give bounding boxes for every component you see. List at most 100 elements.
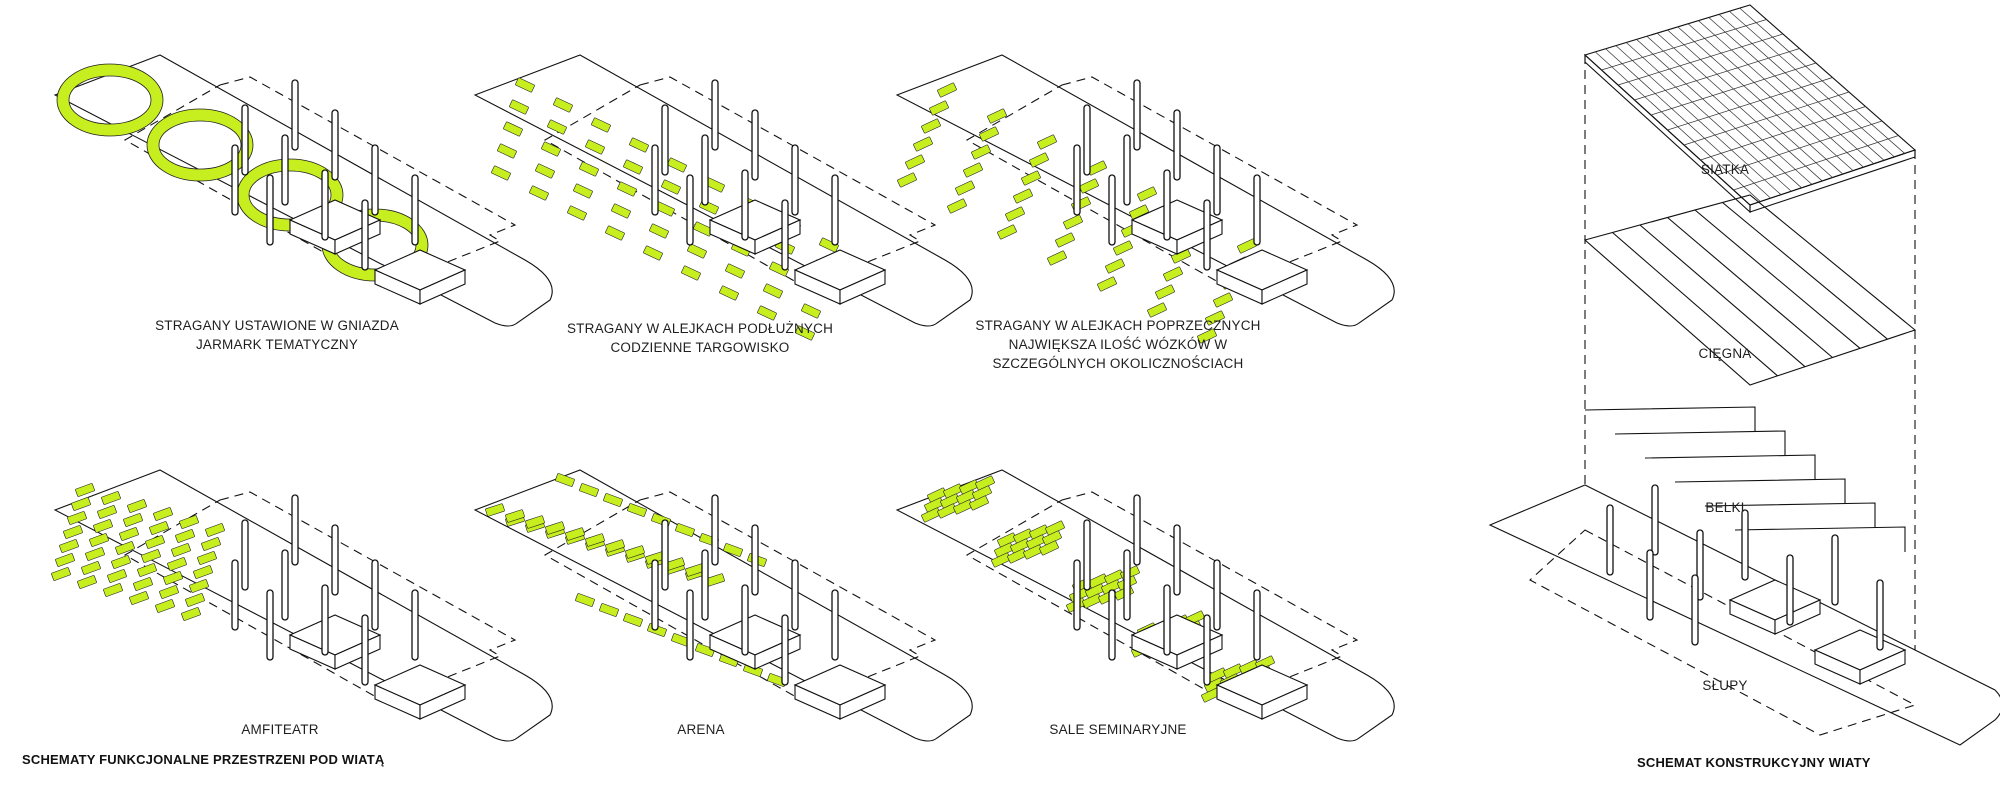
- market-stall: [769, 261, 789, 277]
- market-stall: [1055, 232, 1075, 248]
- column-post: [281, 549, 289, 621]
- ring-edge: [56, 63, 164, 137]
- market-stall: [181, 607, 201, 621]
- layer-label-tendons: CIĘGNA: [1698, 346, 1752, 361]
- market-stall: [111, 555, 131, 569]
- beam: [1614, 430, 1786, 456]
- column-post: [1123, 549, 1131, 621]
- kiosk-side: [1859, 649, 1906, 685]
- grid-line: [1650, 62, 1817, 116]
- ring-edge: [158, 120, 242, 170]
- kiosk-side: [419, 269, 466, 305]
- market-stall: [801, 303, 821, 319]
- market-stall: [129, 591, 149, 605]
- columns-outline: [1529, 529, 1917, 736]
- tendon-bar: [1694, 209, 1861, 349]
- market-stall: [591, 117, 611, 133]
- market-stall: [75, 483, 95, 497]
- caption-line: SALE SEMINARYJNE: [1049, 722, 1187, 737]
- market-stall: [627, 503, 647, 517]
- market-stall: [89, 533, 109, 547]
- grid-line: [1716, 120, 1883, 176]
- caption-nests: STRAGANY USTAWIONE W GNIAZDA JARMARK TEM…: [155, 316, 399, 354]
- kiosk-side: [839, 684, 886, 720]
- market-stall: [1213, 292, 1233, 308]
- functional-schemes-title: SCHEMATY FUNKCJONALNE PRZESTRZENI POD WI…: [22, 752, 385, 767]
- market-stall: [575, 593, 595, 607]
- column-post: [701, 549, 709, 621]
- column-post: [266, 174, 274, 246]
- market-stall: [103, 583, 123, 597]
- column-post: [321, 169, 329, 241]
- market-stall: [77, 575, 97, 589]
- column-post: [361, 614, 369, 686]
- column-post: [831, 589, 839, 661]
- column-post: [751, 524, 759, 596]
- market-stall: [643, 245, 663, 261]
- market-stall: [179, 515, 199, 529]
- grid-roof-top: [1583, 4, 1917, 206]
- caption-line: STRAGANY W ALEJKACH POPRZECZNYCH: [975, 318, 1261, 333]
- market-stall: [127, 499, 147, 513]
- market-stall: [97, 505, 117, 519]
- market-stall: [997, 224, 1017, 240]
- market-stall: [725, 263, 745, 279]
- market-stall: [1197, 328, 1217, 344]
- market-stall: [971, 144, 991, 160]
- column-post: [411, 589, 419, 661]
- market-stall: [163, 571, 183, 585]
- column-post: [1123, 134, 1131, 206]
- market-stall: [1047, 250, 1067, 266]
- column-post: [711, 79, 719, 151]
- column-post: [231, 144, 239, 216]
- column-post: [241, 519, 249, 591]
- market-stall: [55, 553, 75, 567]
- market-stall: [921, 118, 941, 134]
- market-stall: [119, 527, 139, 541]
- market-stall: [71, 497, 91, 511]
- ring-edge: [68, 75, 152, 125]
- column-post: [361, 199, 369, 271]
- column-post: [241, 104, 249, 176]
- column-post: [1108, 589, 1116, 661]
- scheme-nests: [53, 54, 553, 327]
- stall-ring: [57, 64, 163, 136]
- market-stall: [913, 136, 933, 152]
- scheme-amphitheatre: [51, 469, 553, 742]
- market-stall: [1037, 134, 1057, 150]
- ring-edge: [146, 108, 254, 182]
- column-post: [1213, 559, 1221, 631]
- beam: [1644, 454, 1816, 480]
- column-post: [1876, 579, 1884, 651]
- market-stall: [189, 579, 209, 593]
- market-stall: [1105, 258, 1125, 274]
- market-stall: [905, 154, 925, 170]
- tendon-bar: [1722, 202, 1888, 340]
- column-post: [1651, 484, 1659, 556]
- market-stall: [1137, 186, 1157, 202]
- column-post: [371, 144, 379, 216]
- market-stall: [979, 126, 999, 142]
- column-post: [781, 614, 789, 686]
- caption-arena: ARENA: [677, 720, 725, 739]
- market-stall: [547, 119, 567, 135]
- market-stall: [1039, 540, 1059, 556]
- column-post: [831, 174, 839, 246]
- market-stall: [115, 541, 135, 555]
- market-stall: [1063, 214, 1083, 230]
- beam: [1734, 526, 1906, 552]
- market-stall: [1113, 240, 1133, 256]
- column-post: [1163, 584, 1171, 656]
- kiosk-side: [839, 269, 886, 305]
- column-post: [661, 519, 669, 591]
- column-post: [1646, 549, 1654, 621]
- column-post: [231, 559, 239, 631]
- market-stall: [579, 483, 599, 497]
- column-post: [741, 169, 749, 241]
- column-post: [281, 134, 289, 206]
- market-stall: [167, 557, 187, 571]
- market-stall: [67, 511, 87, 525]
- market-stall: [1021, 170, 1041, 186]
- grid-line: [1683, 91, 1850, 146]
